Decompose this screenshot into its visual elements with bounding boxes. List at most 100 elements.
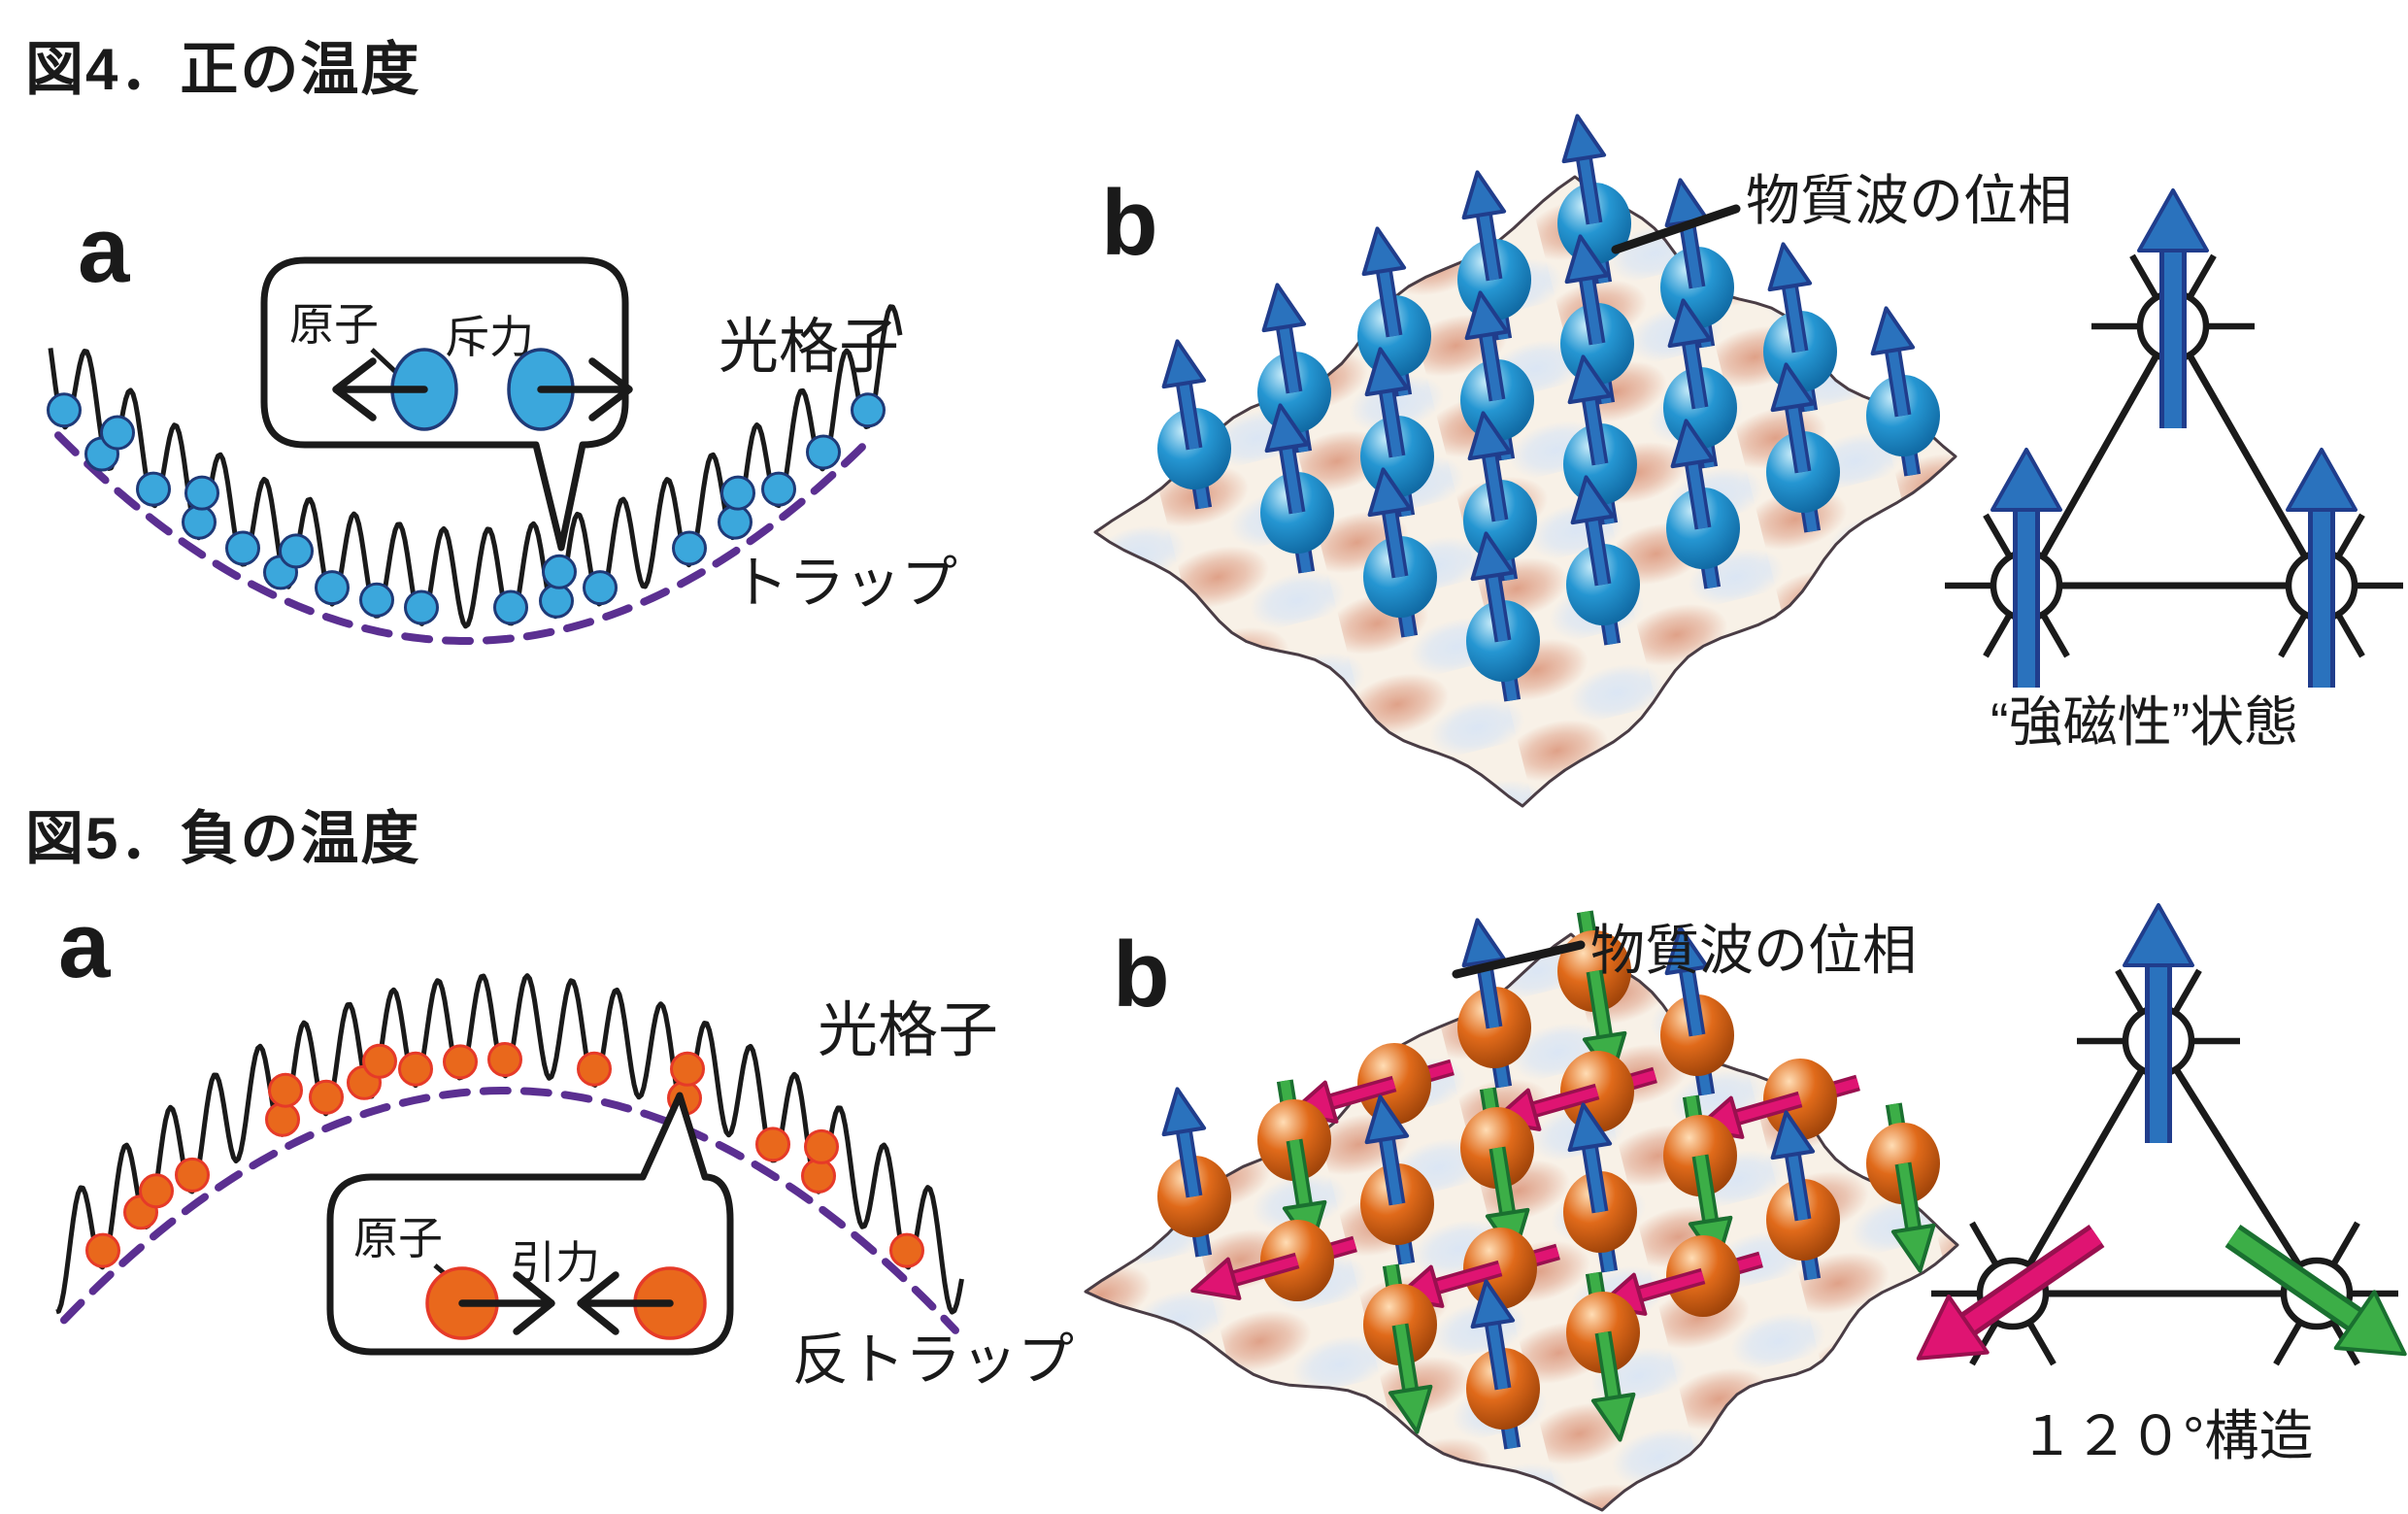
- atom: [398, 1051, 433, 1087]
- lattice-site: [1693, 1059, 1860, 1140]
- lattice-site: [1557, 910, 1631, 1081]
- spin-arrow-head-icon: [1770, 362, 1816, 413]
- spin-arrow-head-icon: [1667, 298, 1713, 349]
- lattice-site: [1566, 475, 1640, 646]
- lattice-site: [1866, 1102, 1940, 1273]
- fig4a-atom-label: 原子: [289, 299, 379, 350]
- spin-arrow-head-icon: [1470, 531, 1516, 582]
- lattice-site: [1866, 306, 1940, 477]
- lattice-site: [1596, 1235, 1763, 1317]
- spin-arrow-head-icon: [1161, 339, 1207, 389]
- fig4-spin-triangle: [1945, 188, 2403, 688]
- lattice-bond: [2023, 324, 2177, 588]
- lattice-site: [1363, 1263, 1437, 1434]
- repulsion-arrow-left-icon: [332, 357, 428, 421]
- lattice-site: [1663, 298, 1737, 469]
- fig4b-matter-wave-pointer: [1611, 204, 1741, 254]
- fig4-state-label: “強磁性”状態: [1990, 691, 2298, 753]
- fig5-panel-a-label: a: [58, 893, 111, 997]
- lattice-site: [1363, 467, 1437, 638]
- lattice-site: [1360, 1094, 1434, 1265]
- spin-arrow-head-icon: [2137, 188, 2209, 252]
- spin-arrow-head-icon: [1567, 1102, 1613, 1153]
- attraction-arrow-right-icon: [577, 1271, 674, 1335]
- atom: [670, 1051, 705, 1087]
- atom: [309, 1079, 344, 1115]
- lattice-site: [1766, 1110, 1840, 1281]
- lattice-site: [1663, 1094, 1737, 1265]
- lattice-site: [1666, 419, 1740, 589]
- fig4a-force-label: 斥力: [445, 312, 534, 362]
- atom: [225, 530, 260, 566]
- spin-arrow-head-icon: [1664, 925, 1710, 976]
- spin-arrow-head-icon: [1388, 1384, 1433, 1434]
- fig4-panel-b-label: b: [1101, 171, 1158, 275]
- atom: [542, 554, 577, 589]
- repulsion-arrow-right-icon: [537, 357, 633, 421]
- spin-arrow-head-icon: [1567, 354, 1613, 405]
- fig4a-speech-bubble: 原子 斥力: [260, 256, 633, 552]
- lattice-bond: [2169, 324, 2325, 588]
- spin-arrow-head-icon: [1670, 419, 1716, 469]
- spin-arrow-head-icon: [1564, 234, 1610, 285]
- atom: [404, 589, 439, 625]
- fig5-title: 図5．負の温度: [25, 806, 420, 871]
- trap-dashed-curve: [60, 1087, 959, 1334]
- spin-arrow-head-icon: [2333, 1290, 2407, 1357]
- lattice-site: [1660, 925, 1734, 1096]
- atom: [801, 1158, 836, 1194]
- lattice-site: [1466, 531, 1540, 702]
- atom: [539, 583, 574, 619]
- fig5b-matter-wave-label: 物質波の位相: [1590, 920, 1917, 981]
- spin-arrow-head-icon: [1161, 1087, 1207, 1137]
- atom: [182, 504, 217, 540]
- fig5a-lattice-diagram: [55, 973, 964, 1334]
- atom: [577, 1051, 612, 1087]
- spin-arrow-head-icon: [1890, 1223, 1936, 1273]
- lattice-site: [1566, 1271, 1640, 1442]
- lattice-bond: [2009, 1039, 2162, 1295]
- atom: [136, 471, 171, 507]
- atom: [47, 392, 82, 428]
- spin-arrow-head-icon: [1767, 242, 1813, 292]
- atom: [583, 570, 618, 606]
- lattice-site: [1157, 339, 1231, 510]
- fig4-title: 図4．正の温度: [25, 37, 420, 102]
- atom: [184, 475, 219, 511]
- spin-arrow-head-icon: [1361, 226, 1407, 277]
- spin-arrow-head-icon: [1561, 114, 1607, 164]
- lattice-site: [1190, 1220, 1357, 1301]
- lattice-site: [1457, 918, 1531, 1089]
- fig5b-sphere-grid: [1157, 910, 1940, 1450]
- fig5-structure-label: １２０°構造: [2020, 1405, 2313, 1466]
- spin-arrow-head-icon: [2286, 448, 2358, 512]
- spin-arrow-head-icon: [1916, 1294, 1990, 1361]
- atom: [487, 1042, 522, 1077]
- fig4b-sphere-grid: [1157, 114, 1940, 702]
- spin-arrow-head-icon: [1364, 1094, 1410, 1145]
- atom: [755, 1127, 790, 1162]
- spin-arrow-head-icon: [1461, 170, 1507, 220]
- spin-arrow-head-icon: [1461, 918, 1507, 968]
- atom: [761, 471, 796, 507]
- spin-arrow-head-icon: [1990, 448, 2062, 512]
- lattice-site: [1393, 1228, 1560, 1309]
- spin-arrow-head-icon: [1190, 1257, 1242, 1300]
- fig5a-optical-lattice-label: 光格子: [818, 997, 998, 1064]
- atom: [85, 1232, 120, 1268]
- fig5-panel-b-label: b: [1113, 923, 1170, 1026]
- fig4a-trap-label: トラップ: [732, 552, 957, 615]
- lattice-site: [1288, 1043, 1455, 1125]
- spin-arrow-head-icon: [1364, 347, 1410, 397]
- atom: [139, 1173, 174, 1209]
- spin-arrow-head-icon: [1870, 306, 1916, 356]
- atom: [804, 1128, 839, 1164]
- lattice-site: [1357, 226, 1431, 397]
- lattice-site: [1560, 234, 1634, 405]
- fig5b-matter-wave-pointer: [1452, 940, 1586, 979]
- fig5-spin-triangle: [1916, 903, 2407, 1366]
- lattice-site: [1466, 1279, 1540, 1450]
- fig5a-antitrap-label: 反トラップ: [792, 1329, 1074, 1392]
- spin-arrow-head-icon: [1770, 1110, 1816, 1161]
